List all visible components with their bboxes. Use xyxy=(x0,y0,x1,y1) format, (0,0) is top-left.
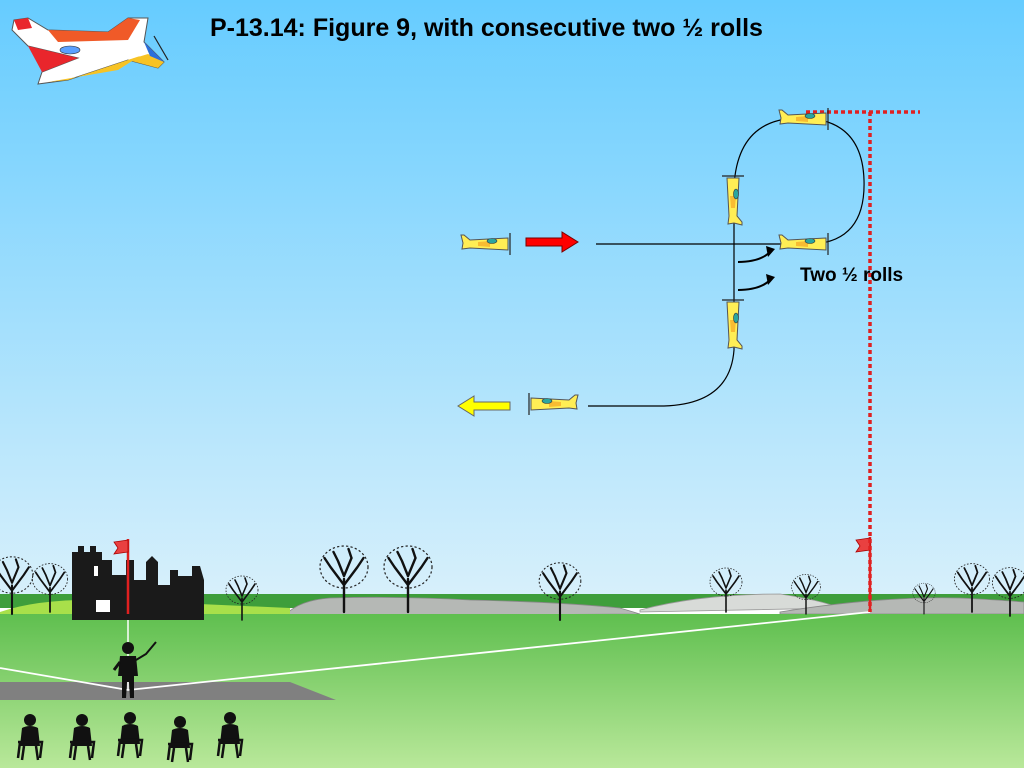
aerobatic-plane-icon xyxy=(11,17,169,85)
grey-hill-3 xyxy=(779,597,1024,615)
page-title: P-13.14: Figure 9, with consecutive two … xyxy=(210,14,763,42)
box-line-left xyxy=(0,667,129,691)
entry-arrow xyxy=(525,231,579,253)
exit-arrow xyxy=(457,395,511,417)
rolls-annotation: Two ½ rolls xyxy=(800,265,904,286)
pilot-icon xyxy=(112,641,157,698)
flight-path xyxy=(588,117,865,407)
castle-slit xyxy=(94,566,98,576)
box-line-right xyxy=(127,611,871,691)
sky xyxy=(0,0,1024,600)
roll-arrows xyxy=(737,246,775,291)
runway xyxy=(0,682,336,700)
grey-hill-1 xyxy=(284,596,641,617)
castle-window xyxy=(96,600,110,612)
